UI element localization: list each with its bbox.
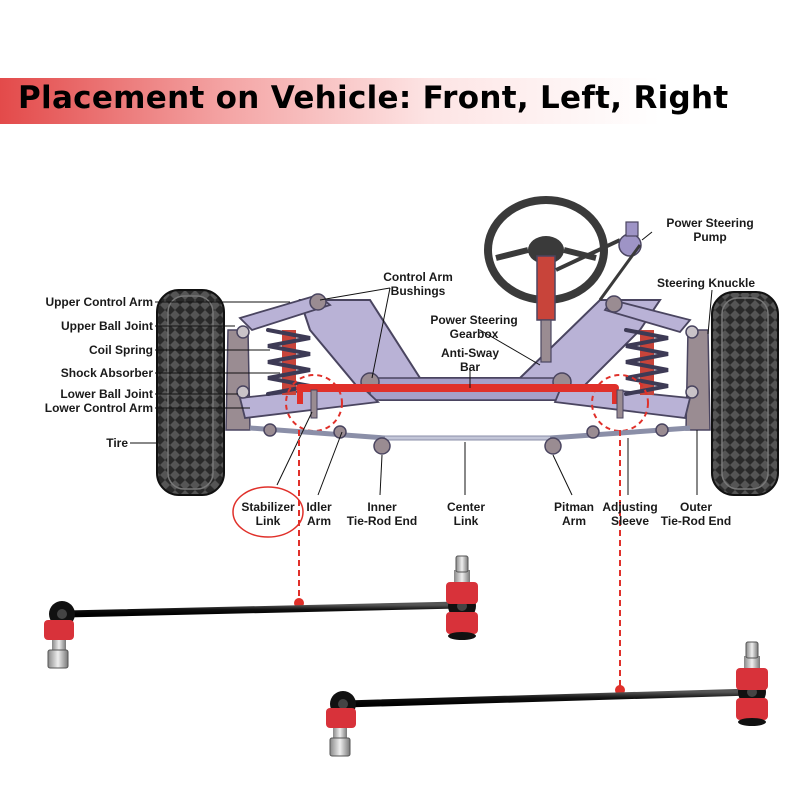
stabilizer-link-right [591, 374, 649, 432]
label-lower-control-arm: Lower Control Arm [44, 401, 153, 415]
label-power-steering-pump-line2: Pump [693, 230, 727, 244]
stabilizer-link-left [285, 374, 343, 432]
drop-lines [298, 430, 621, 688]
label-anti-sway-bar: Anti-Sway Bar [428, 346, 512, 374]
label-shock-absorber: Shock Absorber [60, 366, 153, 380]
label-upper-ball-joint: Upper Ball Joint [60, 319, 153, 333]
steering-knuckle-right [685, 329, 711, 431]
label-tire: Tire [106, 436, 128, 450]
label-stabilizer-link-line1: Stabilizer [241, 500, 295, 514]
label-inner-tie-rod-end: Inner Tie-Rod End [340, 500, 424, 528]
label-control-arm-bushings: Control Arm Bushings [366, 270, 470, 298]
steering-column [536, 255, 556, 363]
label-pitman-arm-line1: Pitman [553, 500, 594, 514]
label-power-steering-gearbox-line1: Power Steering [430, 313, 518, 327]
label-power-steering-gearbox: Power Steering Gearbox [418, 313, 530, 341]
label-adjusting-sleeve: Adjusting Sleeve [596, 500, 664, 528]
left-tire [156, 289, 225, 496]
page-title: Placement on Vehicle: Front, Left, Right [18, 80, 729, 116]
upper-control-arm-right [603, 295, 692, 334]
label-center-link: Center Link [436, 500, 496, 528]
label-outer-tie-rod-end-line2: Tie-Rod End [660, 514, 732, 528]
label-idler-arm-line1: Idler [306, 500, 332, 514]
label-idler-arm-line2: Arm [306, 514, 331, 528]
label-power-steering-pump-line1: Power Steering [666, 216, 754, 230]
label-anti-sway-bar-line2: Bar [459, 360, 480, 374]
label-control-arm-bushings-line1: Control Arm [383, 270, 453, 284]
label-pitman-arm: Pitman Arm [546, 500, 602, 528]
coil-spring-left [266, 328, 311, 396]
steering-linkage [249, 423, 691, 455]
label-control-arm-bushings-line2: Bushings [390, 284, 446, 298]
product-stabilizer-link-1 [44, 555, 478, 669]
label-idler-arm: Idler Arm [296, 500, 342, 528]
label-steering-knuckle: Steering Knuckle [656, 276, 756, 290]
label-anti-sway-bar-line1: Anti-Sway [440, 346, 499, 360]
coil-spring-right [624, 328, 669, 396]
label-adjusting-sleeve-line2: Sleeve [610, 514, 650, 528]
title-banner [0, 78, 660, 124]
label-adjusting-sleeve-line1: Adjusting [602, 500, 658, 514]
label-outer-tie-rod-end: Outer Tie-Rod End [654, 500, 738, 528]
label-stabilizer-link: Stabilizer Link [232, 500, 304, 528]
label-pitman-arm-line2: Arm [561, 514, 586, 528]
ball-joints [236, 325, 699, 399]
anti-sway-bar [296, 384, 619, 404]
label-power-steering-pump: Power Steering Pump [654, 216, 766, 244]
power-steering-pump [555, 221, 642, 301]
right-tire [711, 291, 779, 496]
upper-control-arm-left [238, 293, 332, 332]
label-center-link-line1: Center [446, 500, 485, 514]
label-center-link-line2: Link [453, 514, 479, 528]
label-upper-control-arm: Upper Control Arm [45, 295, 153, 309]
stabilizer-link-callout [232, 486, 304, 538]
label-inner-tie-rod-end-line1: Inner [367, 500, 397, 514]
label-inner-tie-rod-end-line2: Tie-Rod End [346, 514, 418, 528]
label-outer-tie-rod-end-line1: Outer [679, 500, 712, 514]
product-stabilizer-link-2 [326, 641, 768, 757]
label-lower-ball-joint: Lower Ball Joint [60, 387, 153, 401]
leader-lines [130, 231, 713, 496]
label-stabilizer-link-line2: Link [255, 514, 281, 528]
label-power-steering-gearbox-line2: Gearbox [449, 327, 499, 341]
label-coil-spring: Coil Spring [89, 343, 153, 357]
